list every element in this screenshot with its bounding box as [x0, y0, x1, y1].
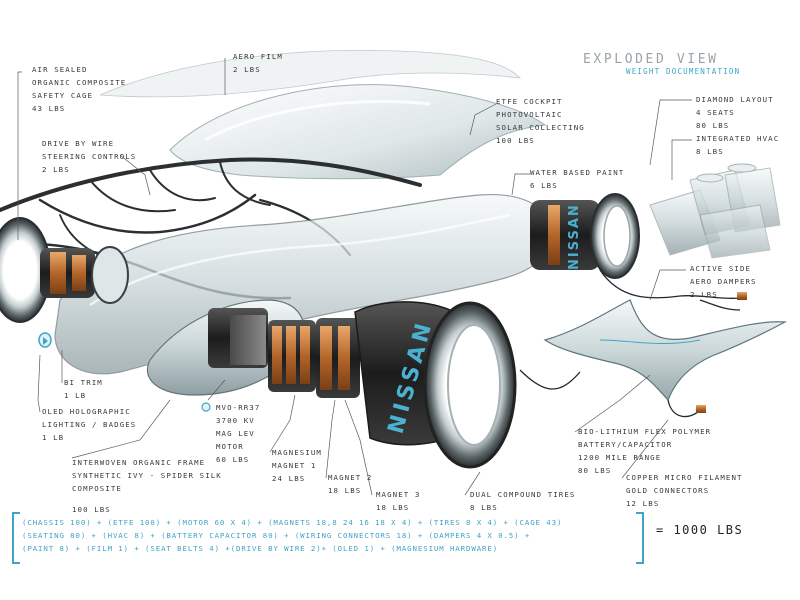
- weight-formula: (CHASSIS 100) + (ETFE 100) + (MOTOR 60 X…: [12, 512, 644, 564]
- diagram-title: EXPLODED VIEW: [583, 52, 719, 67]
- aero-film: [99, 49, 522, 98]
- formula-line-3: (PAINT 8) + (FILM 1) + (SEAT BELTS 4) +(…: [22, 544, 499, 553]
- copper-wiring: [519, 269, 741, 418]
- wire-connector: [696, 405, 706, 413]
- leader-lines: [17, 58, 692, 496]
- formula-bracket-left: [12, 512, 20, 564]
- etfe-cockpit-canopy: [169, 84, 547, 180]
- wire-connector: [737, 292, 747, 300]
- rear-right-motor: NISSAN: [530, 193, 640, 279]
- brand-small: NISSAN: [567, 203, 582, 270]
- formula-line-2: (SEATING 80) + (HVAC 8) + (BATTERY CAPAC…: [22, 531, 531, 540]
- oled-badge-icon: [38, 332, 52, 348]
- rear-wheel-assembly: [0, 217, 129, 323]
- diagram-subtitle: WEIGHT DOCUMENTATION: [626, 67, 741, 76]
- body-highlight: [89, 213, 511, 307]
- battery-capacitor: [543, 299, 788, 402]
- diamond-seats: [649, 163, 781, 259]
- front-motor-assembly: NISSAN: [208, 301, 517, 469]
- formula-line-1: (CHASSIS 100) + (ETFE 100) + (MOTOR 60 X…: [22, 518, 563, 527]
- formula-bracket-right: [636, 512, 644, 564]
- total-weight: = 1000 LBS: [656, 523, 744, 537]
- canopy-highlight: [204, 99, 431, 142]
- motor-badge-icon: [201, 402, 211, 412]
